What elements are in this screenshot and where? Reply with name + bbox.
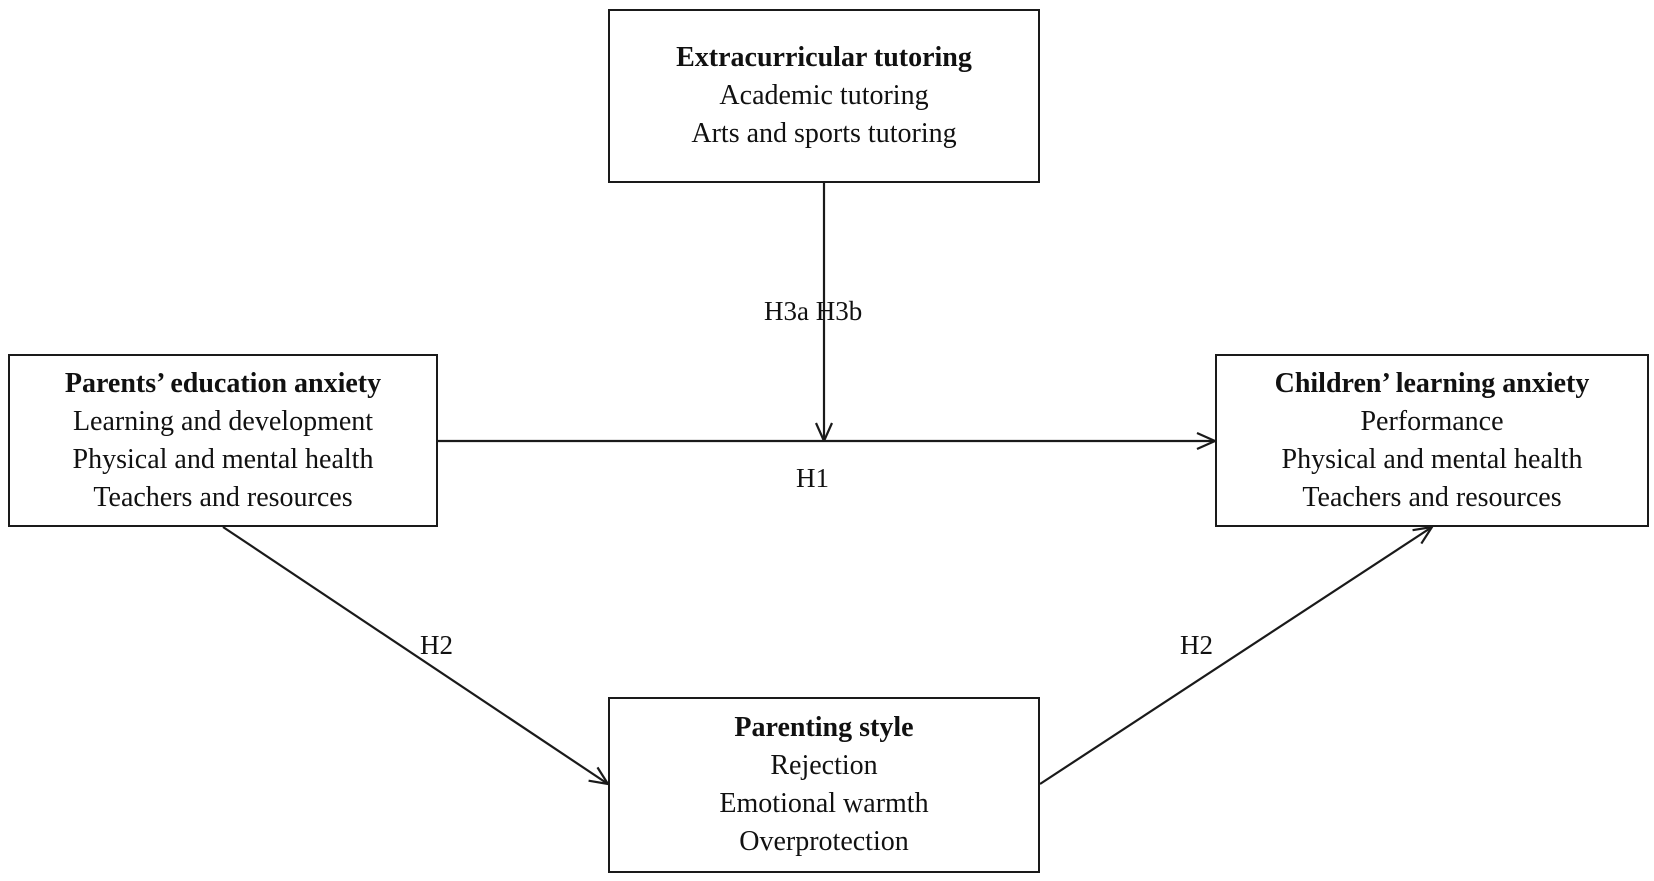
node-item: Physical and mental health bbox=[72, 443, 374, 475]
edge-label-h2-right: H2 bbox=[1180, 630, 1213, 660]
node-item: Teachers and resources bbox=[1302, 481, 1562, 513]
node-title: Parenting style bbox=[734, 712, 914, 743]
node-parenting-style: Parenting style Rejection Emotional warm… bbox=[608, 697, 1040, 873]
node-item: Arts and sports tutoring bbox=[691, 118, 957, 149]
node-item: Performance bbox=[1360, 405, 1504, 437]
node-title: Children’ learning anxiety bbox=[1274, 367, 1590, 399]
node-item: Emotional warmth bbox=[719, 788, 929, 819]
node-children-learning-anxiety: Children’ learning anxiety Performance P… bbox=[1215, 354, 1649, 527]
node-item: Rejection bbox=[770, 750, 878, 781]
node-item: Academic tutoring bbox=[719, 80, 929, 111]
node-item: Learning and development bbox=[72, 405, 374, 437]
node-parents-education-anxiety: Parents’ education anxiety Learning and … bbox=[8, 354, 438, 527]
edge-label-h1: H1 bbox=[796, 463, 829, 493]
edge-label-h2-left: H2 bbox=[420, 630, 453, 660]
node-item: Overprotection bbox=[739, 826, 909, 857]
node-title: Parents’ education anxiety bbox=[64, 367, 382, 399]
arrow-h2-parenting-to-children bbox=[1039, 527, 1432, 785]
arrow-h2-parents-to-parenting bbox=[222, 526, 608, 784]
node-title: Extracurricular tutoring bbox=[676, 42, 972, 73]
node-item: Physical and mental health bbox=[1281, 443, 1583, 475]
node-extracurricular-tutoring: Extracurricular tutoring Academic tutori… bbox=[608, 9, 1040, 183]
edge-label-h3: H3a H3b bbox=[764, 296, 863, 326]
node-item: Teachers and resources bbox=[93, 481, 353, 513]
